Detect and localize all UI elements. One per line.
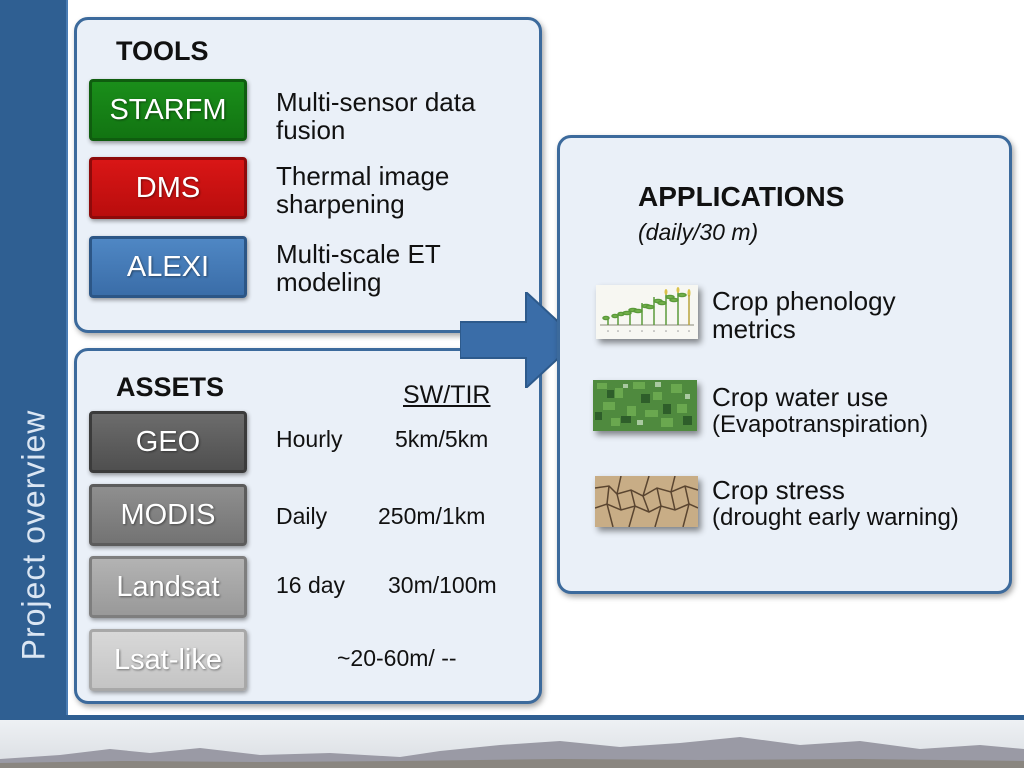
crop-stress-line2: (drought early warning) [712,504,959,531]
geo-frequency: Hourly [276,426,343,452]
applications-subheading: (daily/30 m) [638,219,759,245]
sw-tir-column-header: SW/TIR [403,381,491,409]
starfm-desc-line1: Multi-sensor data [276,87,476,117]
crop-phenology-line1: Crop phenology [712,286,896,316]
alexi-desc-line2: modeling [276,267,382,297]
dms-desc-line1: Thermal image [276,161,450,191]
crop-water-use-line1: Crop water use [712,382,889,412]
assets-heading: ASSETS [116,372,225,402]
landsat-resolution: 30m/100m [388,572,497,598]
crop-phenology-label: Crop phenology metrics [712,287,896,343]
dms-description: Thermal image sharpening [276,162,449,218]
mountain-landscape-banner [0,715,1024,768]
crop-water-use-line2: (Evapotranspiration) [712,411,929,438]
crop-water-use-label: Crop water use (Evapotranspiration) [712,383,928,439]
alexi-description: Multi-scale ET modeling [276,240,441,296]
lsat-like-resolution: ~20-60m/ -- [337,645,457,671]
dms-button[interactable]: DMS [89,157,247,219]
right-arrow-icon [460,292,580,388]
geo-button[interactable]: GEO [89,411,247,473]
modis-resolution: 250m/1km [378,503,486,529]
starfm-desc-line2: fusion [276,115,346,145]
landsat-frequency: 16 day [276,572,346,598]
crop-stress-label: Crop stress (drought early warning) [712,476,959,532]
starfm-button[interactable]: STARFM [89,79,247,141]
modis-button[interactable]: MODIS [89,484,247,546]
sidebar: Project overview [0,0,68,768]
landsat-button[interactable]: Landsat [89,556,247,618]
alexi-button[interactable]: ALEXI [89,236,247,298]
cracked-dry-soil-image [595,476,698,527]
alexi-desc-line1: Multi-scale ET [276,239,441,269]
crop-stress-line1: Crop stress [712,475,845,505]
tools-heading: TOOLS [116,36,209,66]
geo-resolution: 5km/5km [395,426,489,452]
green-field-texture-image [593,380,697,431]
crop-growth-stages-image [596,285,698,339]
starfm-description: Multi-sensor data fusion [276,88,475,144]
lsat-like-button[interactable]: Lsat-like [89,629,247,691]
modis-frequency: Daily [276,503,328,529]
crop-phenology-line2: metrics [712,314,796,344]
applications-heading: APPLICATIONS [638,181,845,212]
dms-desc-line2: sharpening [276,189,405,219]
sidebar-title: Project overview [15,409,52,661]
